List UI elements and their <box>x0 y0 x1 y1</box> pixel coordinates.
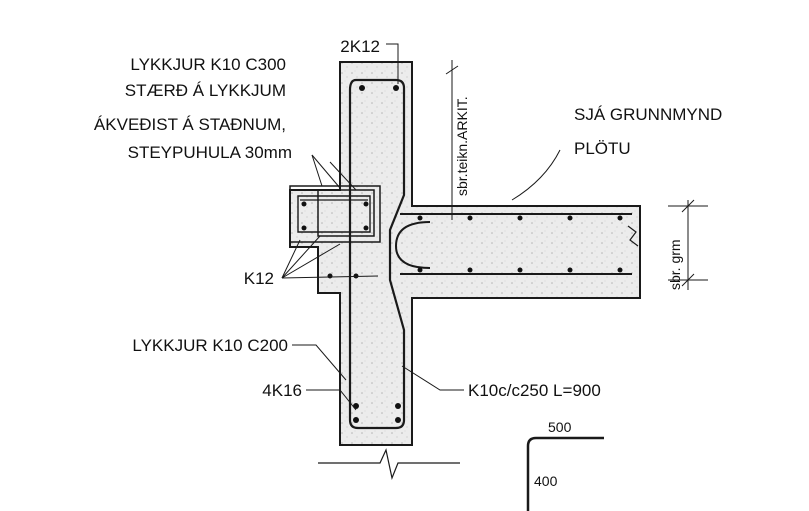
bottom-bars-label: 4K16 <box>262 381 302 400</box>
vertical-reference-line <box>445 60 459 220</box>
slab-break-symbol <box>627 225 639 247</box>
slab-dimension-label: sbr. grm <box>667 239 683 290</box>
slab-reference-line1: SJÁ GRUNNMYND <box>574 105 722 124</box>
bend-detail <box>526 436 604 511</box>
leader-lines <box>281 43 561 411</box>
slab-reinforcement <box>394 213 632 275</box>
edge-loops <box>297 195 371 233</box>
ground-break-line <box>318 448 460 481</box>
stirrups-label: LYKKJUR K10 C200 <box>132 336 288 355</box>
loops-note-line2: STÆRÐ Á LYKKJUM <box>125 81 286 100</box>
ties-label: K10c/c250 L=900 <box>468 381 601 400</box>
wall-stirrup <box>348 78 406 430</box>
side-reference-label: sbr.teikn.ARKIT. <box>454 96 470 196</box>
rebar-dots <box>301 85 623 423</box>
loops-note-line4: STEYPUHULA 30mm <box>128 143 292 162</box>
k12-label: K12 <box>244 269 274 288</box>
bend-horizontal-length: 500 <box>548 419 572 435</box>
loops-note-line3: ÁKVEÐIST Á STAÐNUM, <box>94 115 286 134</box>
bend-vertical-length: 400 <box>534 473 558 489</box>
slab-dimension <box>668 199 708 290</box>
loops-note-line1: LYKKJUR K10 C300 <box>130 55 286 74</box>
edge-beam <box>289 185 381 243</box>
top-bars-label: 2K12 <box>340 37 380 56</box>
slab-reference-line2: PLÖTU <box>574 139 631 158</box>
